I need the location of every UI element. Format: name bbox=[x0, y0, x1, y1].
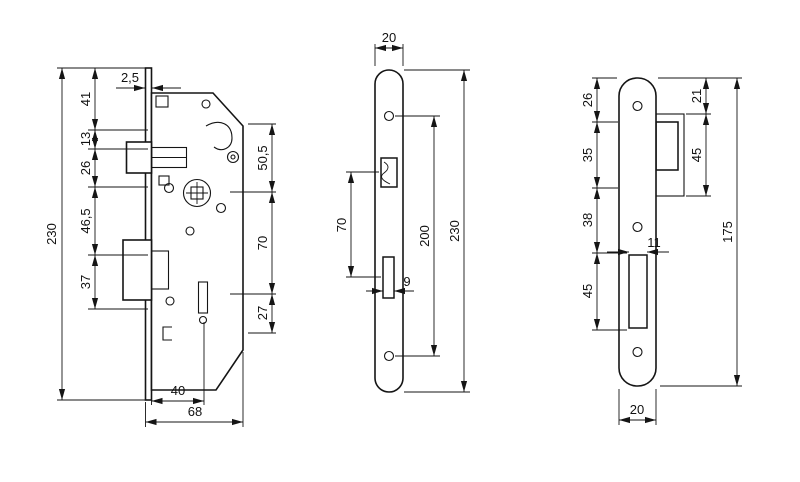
dim-screw-spacing: 200 bbox=[395, 115, 440, 357]
dim-label: 230 bbox=[447, 220, 462, 242]
faceplate-dimensions: 20 70 9 200 230 bbox=[334, 30, 470, 393]
lock-body-dimensions: 2,5 230 41 13 26 46,5 37 bbox=[44, 67, 276, 427]
dim-label: 26 bbox=[580, 93, 595, 107]
dim-strike-right-chain: 21 45 bbox=[658, 77, 742, 197]
dim-strike-cutout-width: 11 bbox=[607, 235, 669, 256]
case-screw-hole bbox=[201, 99, 211, 109]
faceplate-view bbox=[374, 69, 404, 393]
case-tab bbox=[155, 95, 169, 108]
spring-pivot bbox=[226, 150, 240, 164]
dim-strike-left-chain: 26 35 38 45 bbox=[580, 77, 627, 331]
deadbolt-cutout bbox=[628, 254, 648, 329]
dim-right-chain: 50,5 70 27 bbox=[230, 123, 276, 334]
dim-label: 70 bbox=[255, 236, 270, 250]
dim-strike-width: 20 bbox=[618, 389, 657, 425]
dim-backset: 40 bbox=[151, 322, 205, 405]
dim-label: 20 bbox=[382, 30, 396, 45]
dim-label: 21 bbox=[689, 89, 704, 103]
screw-hole-middle bbox=[632, 221, 643, 233]
case-pin bbox=[165, 296, 175, 306]
dim-overall-height: 230 bbox=[44, 67, 145, 401]
screw-hole-bottom bbox=[632, 346, 643, 358]
dim-label: 68 bbox=[188, 404, 202, 419]
dim-label: 2,5 bbox=[121, 70, 139, 85]
dim-label: 41 bbox=[78, 92, 93, 106]
dim-label: 46,5 bbox=[78, 208, 93, 233]
screw-hole-top bbox=[632, 100, 643, 112]
dim-label: 13 bbox=[78, 132, 93, 146]
dim-label: 37 bbox=[78, 275, 93, 289]
latch-spring bbox=[205, 121, 233, 151]
dim-label: 70 bbox=[334, 218, 349, 232]
deadbolt bbox=[122, 239, 170, 301]
dim-left-chain: 41 13 26 46,5 37 bbox=[78, 68, 148, 310]
dim-case-depth: 68 bbox=[145, 352, 244, 427]
dim-strike-height: 175 bbox=[660, 78, 742, 387]
dim-label: 50,5 bbox=[255, 145, 270, 170]
faceplate-outline bbox=[374, 69, 404, 393]
latch-bolt bbox=[125, 141, 188, 186]
deadbolt-cutout bbox=[382, 256, 395, 299]
case-bracket bbox=[162, 326, 172, 341]
dim-label: 38 bbox=[580, 213, 595, 227]
dim-label: 26 bbox=[78, 161, 93, 175]
stop-pin bbox=[215, 202, 227, 214]
spring-pin bbox=[185, 226, 195, 236]
dim-faceplate-width: 20 bbox=[374, 30, 404, 66]
dim-label: 200 bbox=[417, 225, 432, 247]
strike-dimensions: 26 35 38 45 21 45 175 11 20 bbox=[580, 77, 742, 425]
lock-body-view bbox=[122, 67, 244, 401]
dim-label: 27 bbox=[255, 306, 270, 320]
strike-lip bbox=[655, 113, 685, 197]
dim-label: 45 bbox=[689, 148, 704, 162]
cylinder-follower bbox=[197, 281, 209, 325]
dim-label: 11 bbox=[647, 235, 661, 250]
dim-label: 45 bbox=[580, 284, 595, 298]
dim-label: 40 bbox=[171, 383, 185, 398]
dim-latch-to-bolt: 70 bbox=[334, 171, 381, 278]
faceplate-edge bbox=[144, 67, 153, 401]
dim-thickness: 2,5 bbox=[116, 70, 181, 92]
dim-bolt-cutout-width: 9 bbox=[366, 274, 414, 295]
spring-pivot-center bbox=[230, 154, 236, 160]
screw-hole-bottom bbox=[383, 350, 395, 362]
dim-label: 230 bbox=[44, 223, 59, 245]
lock-case bbox=[150, 92, 244, 391]
strike-plate-view bbox=[618, 77, 685, 387]
follower-hub bbox=[182, 178, 212, 208]
latch-cutout bbox=[380, 157, 398, 188]
dim-label: 9 bbox=[403, 274, 410, 289]
dim-faceplate-height: 230 bbox=[404, 69, 470, 393]
dim-label: 20 bbox=[630, 402, 644, 417]
post-hole bbox=[163, 182, 175, 194]
latch-cutout bbox=[655, 121, 679, 171]
dim-label: 175 bbox=[720, 221, 735, 243]
dim-label: 35 bbox=[580, 148, 595, 162]
screw-hole-top bbox=[383, 110, 395, 122]
